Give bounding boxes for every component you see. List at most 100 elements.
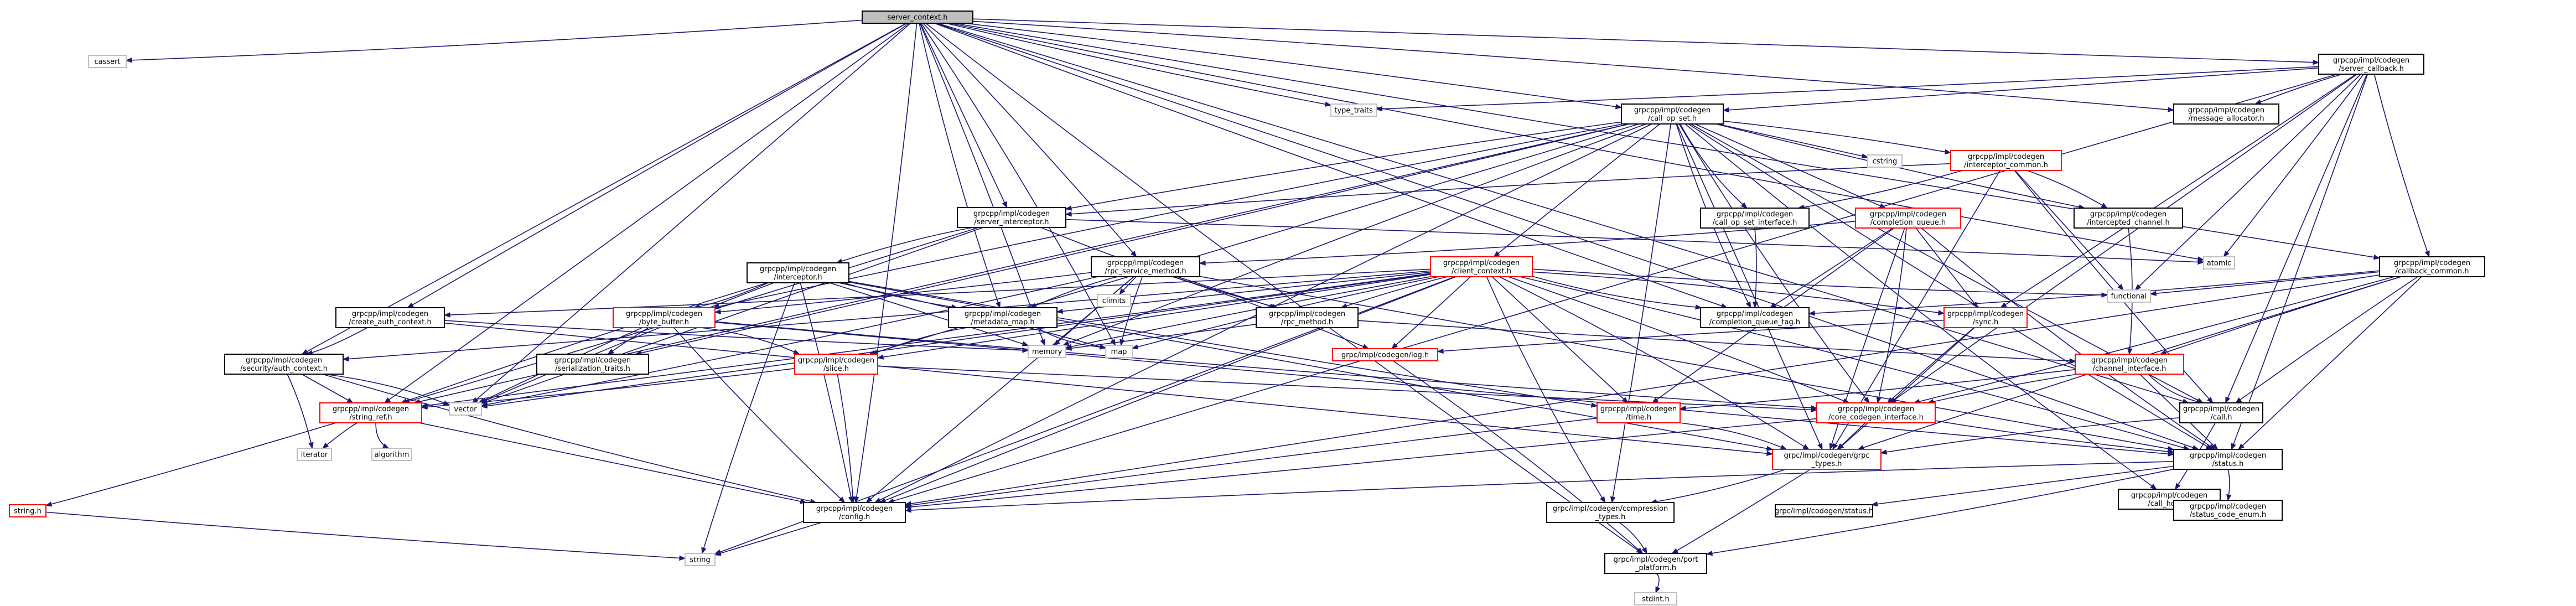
node-label: /time.h — [1626, 413, 1651, 422]
edge-call_op_set-to-core_codegen_interface — [1678, 123, 1870, 404]
node-vector[interactable]: vector — [449, 402, 482, 416]
node-metadata-map[interactable]: grpcpp/impl/codegen/metadata_map.h — [948, 307, 1058, 328]
dependency-edges — [45, 18, 2430, 594]
node-intercepted-channel[interactable]: grpcpp/impl/codegen/intercepted_channel.… — [2074, 208, 2183, 229]
node-cstring[interactable]: cstring — [1867, 154, 1903, 168]
node-label: /callback_common.h — [2395, 267, 2469, 276]
node-label: /core_codegen_interface.h — [1828, 413, 1924, 422]
node-label: grpcpp/impl/codegen — [1600, 405, 1677, 413]
node-climits[interactable]: climits — [1097, 294, 1131, 307]
node-cassert[interactable]: cassert — [88, 55, 127, 68]
node-string[interactable]: string — [685, 553, 716, 566]
edge-server_callback-to-call_op_set — [1722, 67, 2319, 113]
node-server-interceptor[interactable]: grpcpp/impl/codegen/server_interceptor.h — [957, 207, 1066, 228]
edge-interceptor-to-vector — [479, 282, 774, 403]
node-call[interactable]: grpcpp/impl/codegen/call.h — [2179, 402, 2263, 423]
node-slice[interactable]: grpcpp/impl/codegen/slice.h — [794, 354, 878, 375]
edge-n0-to-security_auth_context — [301, 23, 907, 355]
node-label: /status.h — [2212, 460, 2244, 468]
node-label: /slice.h — [823, 365, 849, 373]
edge-call_op_set-to-compression_types — [1610, 123, 1671, 504]
node-server-callback[interactable]: grpcpp/impl/codegen/server_callback.h — [2318, 54, 2424, 75]
node-atomic[interactable]: atomic — [2203, 256, 2235, 270]
node-string-h[interactable]: string.h — [9, 504, 46, 517]
node-status[interactable]: grpcpp/impl/codegen/status.h — [2173, 449, 2283, 470]
node-completion-queue[interactable]: grpcpp/impl/codegen/completion_queue.h — [1855, 208, 1961, 229]
node-label: grpcpp/impl/codegen — [352, 310, 428, 318]
node-grpc-status[interactable]: grpc/impl/codegen/status.h — [1775, 504, 1873, 517]
edge-n0-to-rpc_service_method — [922, 23, 1137, 258]
node-functional[interactable]: functional — [2107, 289, 2151, 303]
node-label: grpcpp/impl/codegen — [2190, 503, 2266, 511]
edge-completion_queue-to-core_codegen_interface — [1876, 227, 1907, 404]
node-serialization-traits[interactable]: grpcpp/impl/codegen/serialization_traits… — [536, 354, 649, 375]
edge-n0-to-memory — [919, 23, 1045, 346]
edge-byte_buffer-to-serialization_traits — [607, 327, 649, 355]
edge-channel_interface-to-core_codegen_interface — [1927, 374, 2078, 405]
node-channel-interface[interactable]: grpcpp/impl/codegen/channel_interface.h — [2075, 354, 2184, 375]
node-label: /create_auth_context.h — [349, 318, 432, 327]
node-callback-common[interactable]: grpcpp/impl/codegen/callback_common.h — [2379, 256, 2485, 277]
node-label: stdint.h — [1642, 595, 1669, 604]
edge-config-to-string — [714, 522, 822, 556]
node-label: /config.h — [839, 513, 870, 521]
node-message-allocator[interactable]: grpcpp/impl/codegen/message_allocator.h — [2173, 103, 2279, 125]
node-label: grpc/impl/codegen/status.h — [1775, 507, 1873, 516]
node-client-context[interactable]: grpcpp/impl/codegen/client_context.h — [1430, 256, 1533, 277]
node-label: /server_interceptor.h — [974, 218, 1049, 226]
node-config[interactable]: grpcpp/impl/codegen/config.h — [803, 502, 906, 523]
node-map[interactable]: map — [1105, 345, 1133, 358]
node-time[interactable]: grpcpp/impl/codegen/time.h — [1597, 402, 1681, 423]
edge-interceptor_common-to-server_interceptor — [1065, 163, 1951, 217]
edge-callback_common-to-core_codegen_interface — [1913, 276, 2394, 405]
node-iterator[interactable]: iterator — [297, 448, 332, 461]
node-string-ref[interactable]: grpcpp/impl/codegen/string_ref.h — [319, 402, 422, 423]
node-call-op-set-interface[interactable]: grpcpp/impl/codegen/call_op_set_interfac… — [1700, 208, 1810, 229]
node-status-code-enum[interactable]: grpcpp/impl/codegen/status_code_enum.h — [2173, 500, 2283, 521]
edge-security_auth_context-to-vector — [324, 374, 450, 406]
edge-sync-to-log — [1437, 319, 1945, 354]
node-log[interactable]: grpc/impl/codegen/log.h — [1332, 348, 1438, 361]
node-n0[interactable]: server_context.h — [862, 11, 973, 24]
edge-interceptor_common-to-call — [2014, 170, 2214, 403]
edge-n0-to-string_ref — [383, 23, 910, 403]
node-core-codegen-interface[interactable]: grpcpp/impl/codegen/core_codegen_interfa… — [1816, 402, 1936, 423]
node-label: cassert — [94, 58, 120, 66]
edge-server_interceptor-to-vector — [480, 227, 983, 404]
edge-sync-to-core_codegen_interface — [1886, 327, 1974, 403]
edge-client_context-to-security_auth_context — [342, 270, 1431, 362]
node-sync[interactable]: grpcpp/impl/codegen/sync.h — [1943, 307, 2028, 328]
node-compression-types[interactable]: grpc/impl/codegen/compression_types.h — [1546, 502, 1675, 523]
node-label: /call_op_set_interface.h — [1713, 219, 1797, 227]
node-rpc-service-method[interactable]: grpcpp/impl/codegen/rpc_service_method.h — [1091, 256, 1200, 277]
edge-create_auth_context-to-grpc_types — [444, 322, 1774, 457]
node-label: /completion_queue_tag.h — [1709, 318, 1800, 327]
node-algorithm[interactable]: algorithm — [371, 448, 412, 461]
node-rpc-method[interactable]: grpcpp/impl/codegen/rpc_method.h — [1256, 307, 1359, 328]
node-type-traits[interactable]: type_traits — [1330, 103, 1377, 117]
node-create-auth-context[interactable]: grpcpp/impl/codegen/create_auth_context.… — [335, 307, 445, 328]
node-byte-buffer[interactable]: grpcpp/impl/codegen/byte_buffer.h — [613, 307, 716, 328]
edge-string_ref-to-algorithm — [375, 422, 390, 449]
node-label: grpcpp/impl/codegen — [2188, 106, 2264, 115]
edge-client_context-to-functional — [1532, 268, 2108, 298]
edge-client_context-to-log — [1391, 276, 1471, 349]
node-interceptor[interactable]: grpcpp/impl/codegen/interceptor.h — [747, 262, 849, 283]
node-memory[interactable]: memory — [1028, 345, 1066, 358]
node-interceptor-common[interactable]: grpcpp/impl/codegen/interceptor_common.h — [1950, 150, 2062, 171]
edge-rpc_service_method-to-byte_buffer — [714, 272, 1092, 315]
node-completion-queue-tag[interactable]: grpcpp/impl/codegen/completion_queue_tag… — [1700, 307, 1810, 328]
header-nodes: server_context.hcasserttype_traitsgrpcpp… — [9, 11, 2485, 605]
node-security-auth-context[interactable]: grpcpp/impl/codegen/security/auth_contex… — [224, 354, 344, 375]
node-label: /message_allocator.h — [2188, 115, 2264, 123]
node-label: grpcpp/impl/codegen — [1968, 153, 2044, 161]
node-stdint[interactable]: stdint.h — [1634, 592, 1677, 605]
node-port-platform[interactable]: grpc/impl/codegen/port_platform.h — [1604, 553, 1707, 574]
node-label: grpcpp/impl/codegen — [2131, 491, 2207, 500]
node-call-op-set[interactable]: grpcpp/impl/codegen/call_op_set.h — [1621, 103, 1724, 125]
edge-metadata_map-to-map — [1036, 327, 1107, 350]
edge-server_interceptor-to-atomic — [1065, 219, 2205, 265]
node-grpc-types[interactable]: grpc/impl/codegen/grpc_types.h — [1772, 449, 1882, 470]
node-label: grpcpp/impl/codegen — [1717, 310, 1793, 318]
node-label: /security/auth_context.h — [240, 365, 328, 373]
